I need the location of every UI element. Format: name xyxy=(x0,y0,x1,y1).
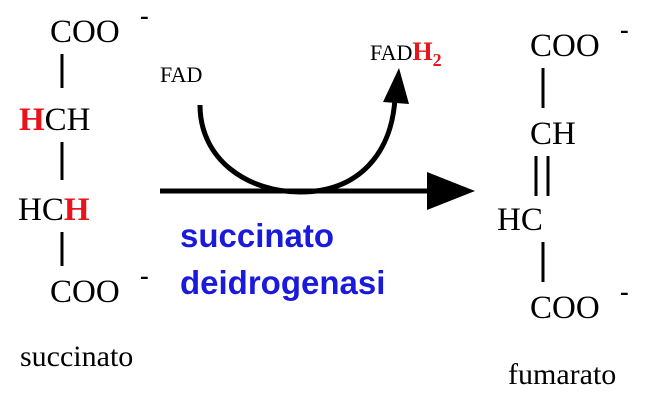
succinate-structure: COO - HCH HCH COO - succinato xyxy=(18,1,149,373)
succinate-bottom-charge: - xyxy=(140,261,149,290)
fumarate-bottom-charge: - xyxy=(620,277,629,306)
succinate-top-charge: - xyxy=(140,1,149,30)
fadh2-subscript: 2 xyxy=(433,50,442,70)
succinate-bottom-carboxylate: COO xyxy=(50,274,120,310)
succinate-label: succinato xyxy=(20,340,133,373)
cofactor-arrowhead-icon xyxy=(383,68,409,104)
reaction-arrow-group: FAD FADH2 xyxy=(160,37,475,210)
succinate-upper-highlight-h: H xyxy=(19,102,45,138)
fumarate-top-charge: - xyxy=(620,15,629,44)
enzyme-label-group: succinato deidrogenasi xyxy=(180,217,385,301)
succinate-upper-ch: CH xyxy=(45,102,91,138)
fumarate-ch-lower: HC xyxy=(497,202,543,238)
fadh2-h: H xyxy=(412,37,432,66)
fadh2-output-label: FADH2 xyxy=(370,37,442,70)
succinate-lower-highlight-h: H xyxy=(64,192,90,228)
succinate-ch2-lower: HCH xyxy=(18,192,90,228)
fumarate-structure: COO - CH HC COO - fumarato xyxy=(497,15,629,391)
fumarate-top-carboxylate: COO xyxy=(530,28,600,64)
fad-input-label: FAD xyxy=(160,62,202,87)
succinate-ch2-upper: HCH xyxy=(19,102,91,138)
fumarate-bottom-carboxylate: COO xyxy=(530,290,600,326)
cofactor-curve-arrow xyxy=(197,97,398,195)
enzyme-name-line-1: succinato xyxy=(180,217,334,254)
succinate-lower-hc: HC xyxy=(18,192,64,228)
enzyme-name-line-2: deidrogenasi xyxy=(180,264,385,301)
main-arrowhead-icon xyxy=(427,172,475,210)
fadh2-base: FAD xyxy=(370,40,412,65)
fumarate-ch-upper: CH xyxy=(530,116,576,152)
fumarate-label: fumarato xyxy=(508,358,616,391)
succinate-top-carboxylate: COO xyxy=(50,14,120,50)
